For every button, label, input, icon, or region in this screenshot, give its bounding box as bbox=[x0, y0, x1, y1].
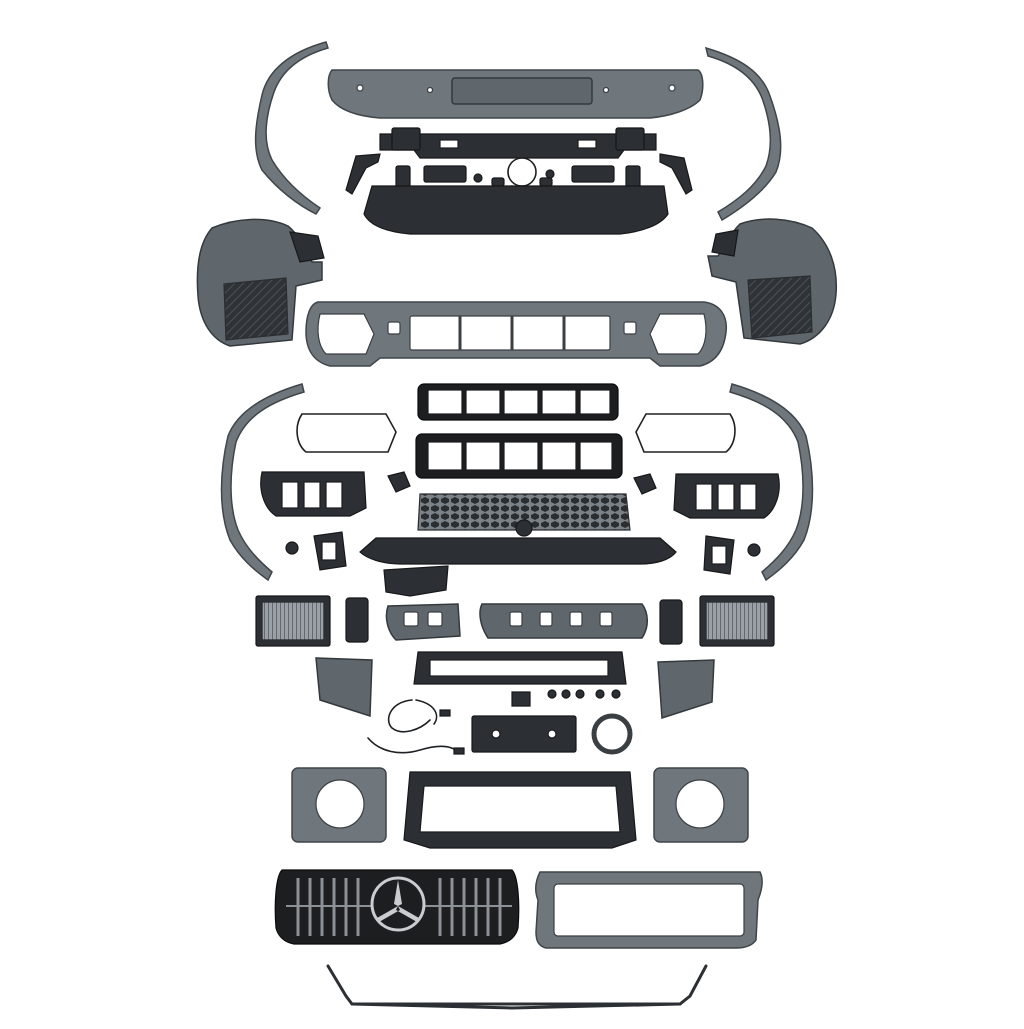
left-headlight-bezel bbox=[291, 767, 387, 843]
radiator-support-frame bbox=[403, 771, 637, 849]
middle-grille-insert bbox=[415, 433, 623, 479]
right-headlight-bezel bbox=[653, 767, 749, 843]
rear-left-arch-flare bbox=[254, 41, 329, 215]
honeycomb-lower-grille bbox=[417, 493, 631, 537]
grille-surround-panel bbox=[535, 871, 763, 949]
right-skid-plate bbox=[657, 659, 715, 720]
left-skid-plate bbox=[315, 657, 373, 718]
front-lower-splitter bbox=[359, 537, 677, 565]
right-cooler-bracket bbox=[659, 599, 683, 645]
lower-valance-center bbox=[479, 603, 648, 639]
right-wheel-arch-liner bbox=[707, 218, 838, 345]
license-plate-bracket bbox=[471, 715, 577, 753]
under-guard-support-rod bbox=[326, 964, 708, 1006]
right-light-trim-frame bbox=[635, 413, 736, 453]
grille-star-emblem bbox=[370, 876, 426, 932]
right-side-intake-vent bbox=[673, 473, 780, 519]
small-fasteners bbox=[511, 689, 621, 707]
front-side-small-brackets bbox=[285, 531, 761, 575]
rear-bumper-cover bbox=[327, 69, 704, 119]
front-bumper-cover bbox=[305, 301, 728, 367]
left-auxiliary-cooler bbox=[255, 595, 331, 647]
right-small-clip bbox=[633, 473, 657, 495]
rear-bumper-bracket bbox=[379, 127, 657, 159]
left-side-intake-vent bbox=[260, 471, 367, 517]
left-cooler-bracket bbox=[345, 597, 369, 643]
left-wheel-arch-liner bbox=[196, 218, 325, 347]
sensor-ring bbox=[591, 713, 633, 755]
front-right-arch-flare bbox=[729, 383, 814, 582]
under-guard-rod-lower bbox=[350, 1002, 682, 1010]
sensor-wiring-harness bbox=[367, 699, 465, 755]
lower-center-bar bbox=[413, 651, 627, 685]
rear-right-arch-flare bbox=[704, 46, 782, 222]
front-left-arch-flare bbox=[220, 383, 305, 582]
center-lower-bracket bbox=[383, 565, 449, 597]
left-small-clip bbox=[387, 471, 411, 493]
upper-grille-insert bbox=[417, 383, 619, 421]
front-grille bbox=[274, 869, 520, 945]
rear-diffuser bbox=[363, 185, 669, 235]
lower-valance-left bbox=[385, 603, 461, 641]
left-light-trim-frame bbox=[296, 413, 397, 453]
right-auxiliary-cooler bbox=[699, 595, 775, 647]
